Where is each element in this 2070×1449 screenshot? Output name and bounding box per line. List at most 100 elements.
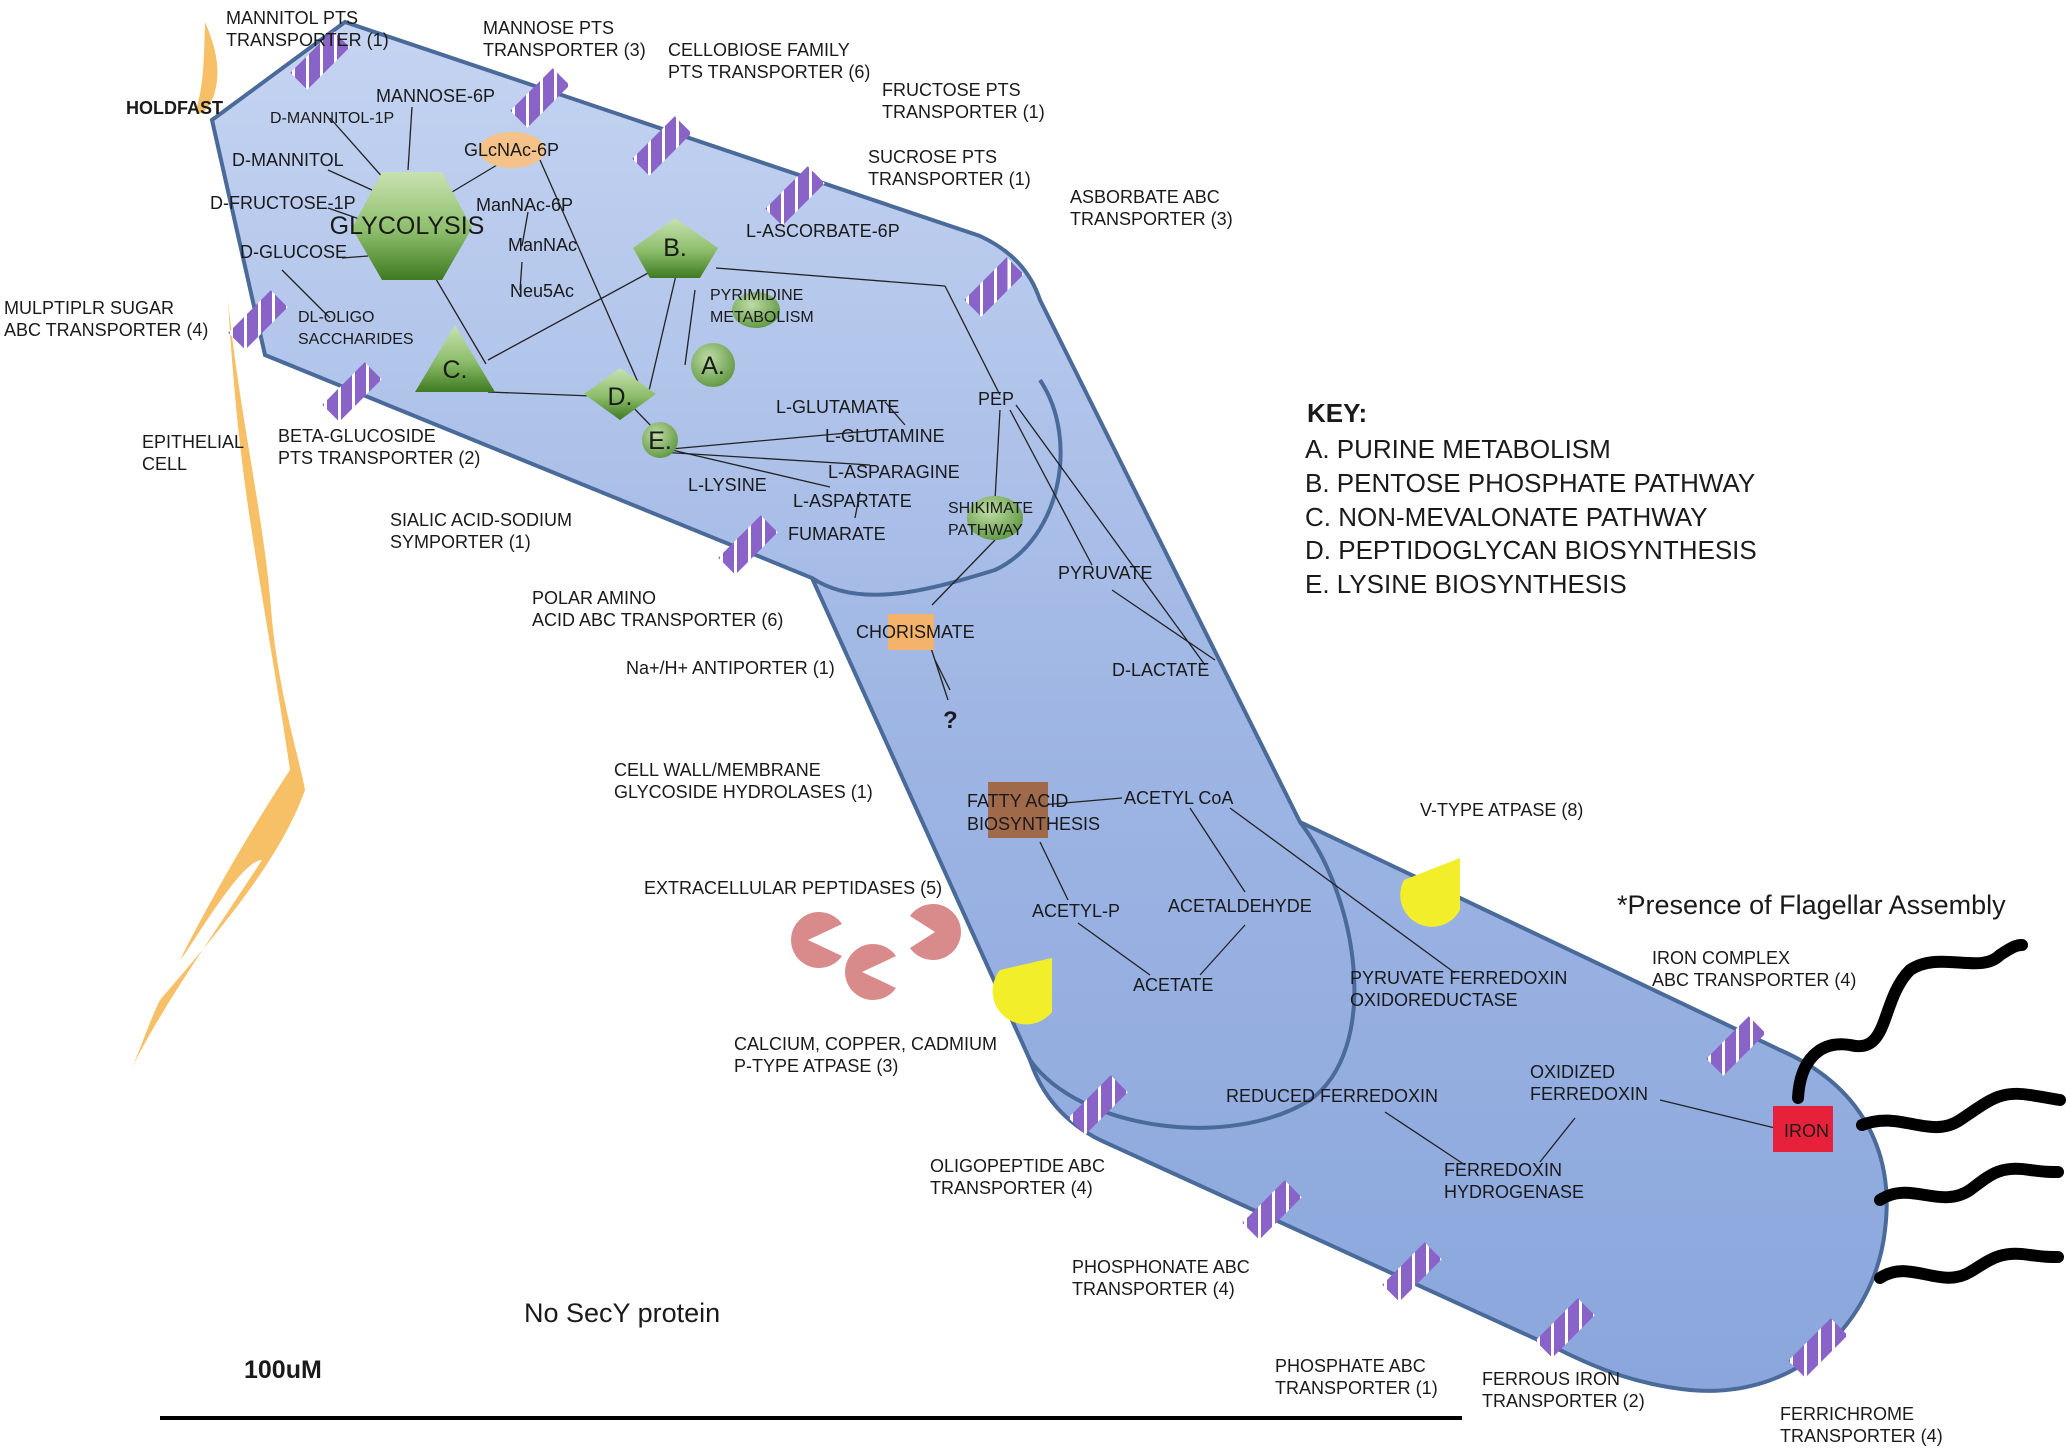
l-glutamine-label: L-GLUTAMINE bbox=[825, 426, 945, 446]
na-h-antiporter-label: Na+/H+ ANTIPORTER (1) bbox=[626, 658, 835, 678]
peptidase-icon bbox=[845, 944, 896, 1000]
flagellum-icon bbox=[1874, 1247, 2064, 1284]
ferrichrome-transporter-icon bbox=[1788, 1318, 1848, 1378]
epithelial-cell-shape bbox=[132, 22, 305, 1068]
v-type-atpase-icon bbox=[1400, 858, 1460, 927]
flagella bbox=[1792, 939, 2066, 1284]
iron-box bbox=[1773, 1106, 1833, 1152]
key-item: A. PURINE METABOLISM bbox=[1305, 434, 1611, 464]
neu5ac-label: Neu5Ac bbox=[510, 281, 574, 301]
pyrimidine-node bbox=[732, 292, 780, 328]
iron-complex-abc-transporter-icon bbox=[1706, 1016, 1766, 1076]
l-asparagine-label: L-ASPARAGINE bbox=[828, 462, 960, 482]
node-d-label: D. bbox=[608, 383, 633, 411]
peptidase-icon bbox=[910, 903, 961, 960]
key-item: C. NON-MEVALONATE PATHWAY bbox=[1305, 502, 1708, 532]
multiple-sugar-abc-transporter-icon bbox=[228, 290, 288, 350]
chorismate-box bbox=[888, 614, 934, 650]
l-lysine-label: L-LYSINE bbox=[688, 475, 767, 495]
reduced-ferredoxin-label: REDUCED FERREDOXIN bbox=[1226, 1086, 1438, 1106]
peptidase-icon bbox=[791, 912, 842, 969]
mannac-label: ManNAc bbox=[508, 235, 577, 255]
flagellar-note: *Presence of Flagellar Assembly bbox=[1617, 890, 2006, 920]
phosphonate-abc-transporter-icon bbox=[1242, 1180, 1302, 1240]
scale-label: 100uM bbox=[244, 1356, 322, 1384]
l-glutamate-label: L-GLUTAMATE bbox=[776, 397, 899, 417]
beta-glucoside-pts-transporter-icon bbox=[322, 362, 382, 422]
lysine-node: E. bbox=[642, 422, 678, 458]
pyruvate-label: PYRUVATE bbox=[1058, 563, 1152, 583]
cellobiose-pts-transporter-icon bbox=[632, 116, 692, 176]
legend-key: KEY: A. PURINE METABOLISM B. PENTOSE PHO… bbox=[1305, 398, 1757, 599]
acetyl-coa-label: ACETYL CoA bbox=[1124, 788, 1233, 808]
flagellum-icon bbox=[1856, 1087, 2066, 1134]
oligopeptide-abc-transporter-icon bbox=[1068, 1075, 1128, 1135]
fatty-acid-box bbox=[988, 782, 1048, 838]
pentose-phosphate-node: B. bbox=[633, 218, 718, 278]
glcnac-6p-node bbox=[479, 132, 545, 168]
glycolysis-label: GLYCOLYSIS bbox=[330, 212, 485, 240]
chorismate-label: CHORISMATE bbox=[856, 622, 975, 642]
non-mevalonate-node: C. bbox=[415, 325, 495, 392]
pep-label: PEP bbox=[978, 389, 1014, 409]
acetaldehyde-label: ACETALDEHYDE bbox=[1168, 896, 1312, 916]
v-type-atpase-label: V-TYPE ATPASE (8) bbox=[1420, 800, 1583, 820]
flagellum-icon bbox=[1792, 939, 2028, 1104]
unknown-product-label: ? bbox=[943, 707, 958, 734]
glcnac-6p-label: GLcNAc-6P bbox=[464, 140, 559, 160]
purine-node: A. bbox=[691, 343, 735, 387]
key-title: KEY: bbox=[1307, 398, 1367, 428]
d-fructose-1p-label: D-FRUCTOSE-1P bbox=[210, 193, 356, 213]
node-e-label: E. bbox=[648, 427, 672, 455]
polar-amino-acid-transporter-icon bbox=[718, 515, 778, 575]
key-item: D. PEPTIDOGLYCAN BIOSYNTHESIS bbox=[1305, 535, 1757, 565]
d-mannitol-1p-label: D-MANNITOL-1P bbox=[270, 110, 394, 127]
phosphate-abc-transporter-icon bbox=[1382, 1242, 1442, 1302]
p-type-atpase-icon bbox=[992, 958, 1052, 1025]
iron-label: IRON bbox=[1784, 1121, 1829, 1141]
ascorbate-abc-transporter-icon bbox=[964, 257, 1024, 317]
d-lactate-label: D-LACTATE bbox=[1112, 660, 1209, 680]
flagellum-icon bbox=[1874, 1162, 2064, 1206]
fructose-pts-transporter-icon bbox=[765, 166, 825, 226]
peptidoglycan-node: D. bbox=[584, 368, 656, 420]
acetyl-p-label: ACETYL-P bbox=[1032, 901, 1120, 921]
key-item: B. PENTOSE PHOSPHATE PATHWAY bbox=[1305, 468, 1755, 498]
extracellular-peptidases-label: EXTRACELLULAR PEPTIDASES (5) bbox=[644, 878, 942, 898]
key-item: E. LYSINE BIOSYNTHESIS bbox=[1305, 569, 1627, 599]
metabolite-labels: MANNOSE-6P D-MANNITOL-1P D-MANNITOL D-FR… bbox=[210, 86, 1829, 1202]
l-ascorbate-6p-label: L-ASCORBATE-6P bbox=[746, 221, 900, 241]
fumarate-label: FUMARATE bbox=[788, 524, 886, 544]
pathway-connections bbox=[281, 106, 1776, 1166]
d-glucose-label: D-GLUCOSE bbox=[240, 242, 347, 262]
d-mannitol-label: D-MANNITOL bbox=[232, 150, 344, 170]
node-c-label: C. bbox=[443, 356, 468, 384]
ferrous-iron-transporter-icon bbox=[1535, 1298, 1595, 1358]
mannose-6p-label: MANNOSE-6P bbox=[376, 86, 495, 106]
